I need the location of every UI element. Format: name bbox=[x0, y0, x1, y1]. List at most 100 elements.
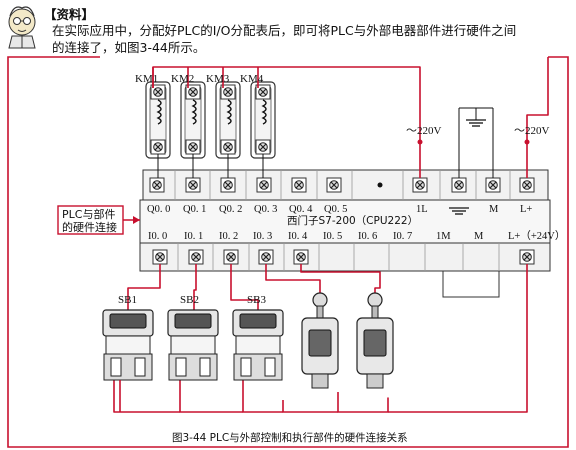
input-terminal-2-slot-b bbox=[227, 253, 235, 261]
limit-switch-1-gland bbox=[311, 373, 329, 389]
limit-switch-2-gland bbox=[366, 373, 384, 389]
input-terminal-2 bbox=[223, 249, 239, 265]
contactor-km4-top-terminal bbox=[255, 84, 271, 100]
input-label-lplus-24v: L+（+24V） bbox=[508, 231, 566, 242]
input-label-i02: I0. 2 bbox=[219, 231, 239, 242]
pushbutton-sb1-contact-a bbox=[110, 357, 122, 377]
output-label-q00: Q0. 0 bbox=[147, 204, 171, 215]
pushbutton-sb3 bbox=[232, 309, 284, 381]
output-terminal-0-slot-b bbox=[153, 181, 161, 189]
contactor-km4 bbox=[250, 81, 276, 159]
output-label-q03: Q0. 3 bbox=[254, 204, 278, 215]
contactor-km1-coil bbox=[156, 99, 162, 125]
output-terminal-4 bbox=[291, 177, 307, 193]
pushbutton-sb1-cap bbox=[109, 313, 147, 329]
output-terminal-9 bbox=[519, 177, 535, 193]
output-terminal-5 bbox=[326, 177, 342, 193]
callout-line-2: 的硬件连接 bbox=[62, 221, 117, 234]
wire-i02-to-sb3 bbox=[230, 264, 259, 312]
output-terminal-2 bbox=[220, 177, 236, 193]
input-label-i01: I0. 1 bbox=[184, 231, 204, 242]
limit-switch-1 bbox=[301, 292, 339, 389]
plc-output-strip bbox=[142, 169, 549, 201]
output-terminal-1 bbox=[185, 177, 201, 193]
input-terminal-1 bbox=[188, 249, 204, 265]
pushbutton-sb1-body bbox=[105, 335, 151, 355]
input-label-i00: I0. 0 bbox=[148, 231, 168, 242]
input-label-i04: I0. 4 bbox=[288, 231, 308, 242]
output-label-q05: Q0. 5 bbox=[324, 204, 348, 215]
power-node-left bbox=[417, 139, 423, 145]
contactor-km3-top-terminal-slot-b bbox=[224, 88, 232, 96]
output-terminal-6-slot-b bbox=[416, 181, 424, 189]
km2-label: KM2 bbox=[171, 73, 195, 85]
ground-symbol-top bbox=[466, 119, 486, 127]
sb2-label: SB2 bbox=[180, 294, 199, 306]
pushbutton-sb2-contact-a bbox=[175, 357, 187, 377]
contactor-km4-top-terminal-slot-b bbox=[259, 88, 267, 96]
contactor-km1-top-terminal-slot-b bbox=[154, 88, 162, 96]
contactor-km3-bottom-terminal bbox=[220, 139, 236, 155]
output-terminal-0 bbox=[149, 177, 165, 193]
output-terminal-7-slot-b bbox=[455, 181, 463, 189]
km4-label: KM4 bbox=[240, 73, 264, 85]
input-terminal-1-slot-b bbox=[192, 253, 200, 261]
output-label-q01: Q0. 1 bbox=[183, 204, 207, 215]
pushbutton-sb2-cap bbox=[174, 313, 212, 329]
output-terminal-5-slot-b bbox=[330, 181, 338, 189]
contactor-km1-bottom-terminal bbox=[150, 139, 166, 155]
km3-label: KM3 bbox=[206, 73, 230, 85]
input-label-i03: I0. 3 bbox=[253, 231, 273, 242]
pushbutton-sb2 bbox=[167, 309, 219, 381]
wire-return-limit-2 bbox=[337, 392, 389, 413]
wire-i03-to-limit-1 bbox=[265, 264, 321, 300]
figure-caption: 图3-44 PLC与外部控制和执行部件的硬件连接关系 bbox=[172, 432, 408, 444]
input-terminal-4 bbox=[293, 249, 309, 265]
output-terminal-8-slot-b bbox=[489, 181, 497, 189]
plc-input-strip bbox=[139, 242, 551, 272]
wire-return-sb2 bbox=[179, 380, 243, 413]
note-line-2: 的连接了，如图3-44所示。 bbox=[52, 40, 206, 55]
note-heading: 【资料】 bbox=[44, 7, 95, 22]
contactor-km3-bottom-terminal-slot-b bbox=[224, 143, 232, 151]
output-terminal-9-slot-b bbox=[523, 181, 531, 189]
power-label-left: ～220V bbox=[406, 125, 442, 137]
sb3-label: SB3 bbox=[247, 294, 266, 306]
pushbutton-sb2-body bbox=[170, 335, 216, 355]
pushbutton-sb3-contact-a bbox=[240, 357, 252, 377]
output-label-q04: Q0. 4 bbox=[289, 204, 313, 215]
output-terminal-7 bbox=[451, 177, 467, 193]
input-label-i07: I0. 7 bbox=[393, 231, 413, 242]
output-label-lplus: L+ bbox=[520, 204, 533, 215]
wire-lplus-return bbox=[388, 264, 528, 413]
output-terminal-8 bbox=[485, 177, 501, 193]
output-label-m: M bbox=[489, 204, 499, 215]
empty-slot-dot bbox=[377, 182, 383, 188]
input-label-i05: I0. 5 bbox=[323, 231, 343, 242]
contactor-km1-bottom-terminal-slot-b bbox=[154, 143, 162, 151]
input-terminal-4-slot-b bbox=[297, 253, 305, 261]
wire-i01-to-sb2 bbox=[193, 264, 197, 312]
km1-label: KM1 bbox=[135, 73, 159, 85]
output-terminal-3 bbox=[256, 177, 272, 193]
input-label-m: M bbox=[474, 231, 484, 242]
input-label-i06: I0. 6 bbox=[358, 231, 378, 242]
teacher-icon bbox=[8, 6, 36, 49]
plc-bottom-tab bbox=[442, 270, 500, 298]
contactor-km2-bottom-terminal bbox=[185, 139, 201, 155]
contactor-km4-bottom-terminal bbox=[255, 139, 271, 155]
limit-switch-1-window bbox=[308, 329, 332, 357]
output-label-1l: 1L bbox=[416, 204, 428, 215]
limit-switch-1-roller bbox=[312, 292, 328, 308]
contactor-km2 bbox=[180, 81, 206, 159]
pushbutton-sb3-cap bbox=[239, 313, 277, 329]
contactor-km3-coil bbox=[226, 99, 232, 125]
wire-right-220v bbox=[526, 57, 549, 178]
input-label-1m: 1M bbox=[436, 231, 451, 242]
sb1-label: SB1 bbox=[118, 294, 137, 306]
input-terminal-3-slot-b bbox=[262, 253, 270, 261]
contactor-km2-bottom-terminal-slot-b bbox=[189, 143, 197, 151]
callout-box bbox=[57, 205, 124, 235]
